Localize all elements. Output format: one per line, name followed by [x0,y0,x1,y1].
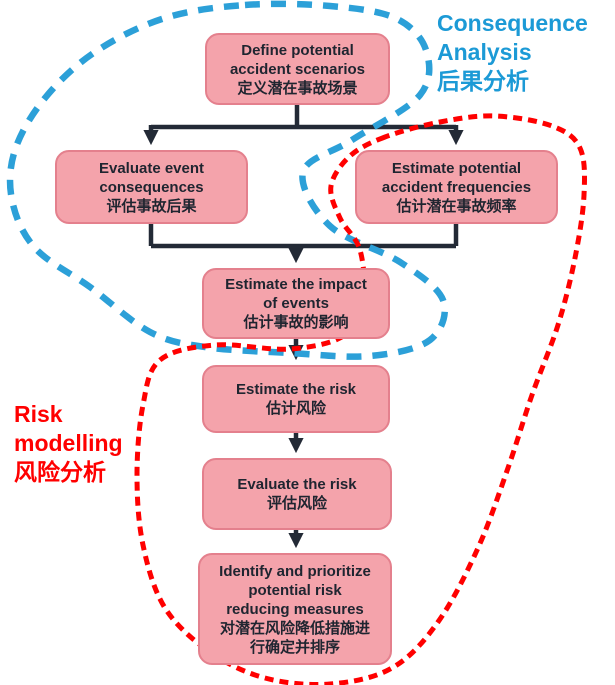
node-text-line: 行确定并排序 [249,638,340,656]
node-text-line: accident scenarios [229,60,366,78]
node-text-line: Define potential [241,41,354,59]
node-text-line: potential risk [248,581,342,599]
node-text-line: 估计潜在事故频率 [396,197,517,215]
label-line: Risk [14,401,63,427]
node-text-line: 定义潜在事故场景 [237,79,358,97]
label-line: modelling [14,430,123,456]
node-text-line: consequences [99,178,204,196]
node-text-line: accident frequencies [381,178,532,196]
label-line: Analysis [437,39,532,65]
node-estimate-risk: Estimate the risk 估计风险 [202,365,390,433]
label-line: Consequence [437,10,588,36]
node-text-line: 评估事故后果 [106,197,197,215]
node-text-line: Estimate potential [391,159,522,177]
node-text-line: Estimate the risk [235,381,357,398]
node-text-line: reducing measures [226,600,364,618]
node-text-line: Evaluate event [98,159,205,177]
consequence-analysis-label: Consequence Analysis 后果分析 [437,9,588,96]
node-text-line: 对潜在风险降低措施进 [219,619,370,637]
label-line: 风险分析 [14,459,106,485]
node-text-line: Identify and prioritize [219,562,371,580]
node-text-line: 评估风险 [266,495,327,512]
node-estimate-impact: Estimate the impact of events 估计事故的影响 [202,268,390,339]
node-text-line: of events [263,295,329,312]
node-text-line: 估计事故的影响 [243,314,349,331]
node-text-line: Evaluate the risk [237,476,357,493]
label-line: 后果分析 [437,68,529,94]
node-text-line: 估计风险 [265,400,326,417]
node-text-line: Estimate the impact [225,276,367,293]
risk-modelling-label: Risk modelling 风险分析 [14,400,123,487]
node-evaluate-risk: Evaluate the risk 评估风险 [202,458,392,530]
